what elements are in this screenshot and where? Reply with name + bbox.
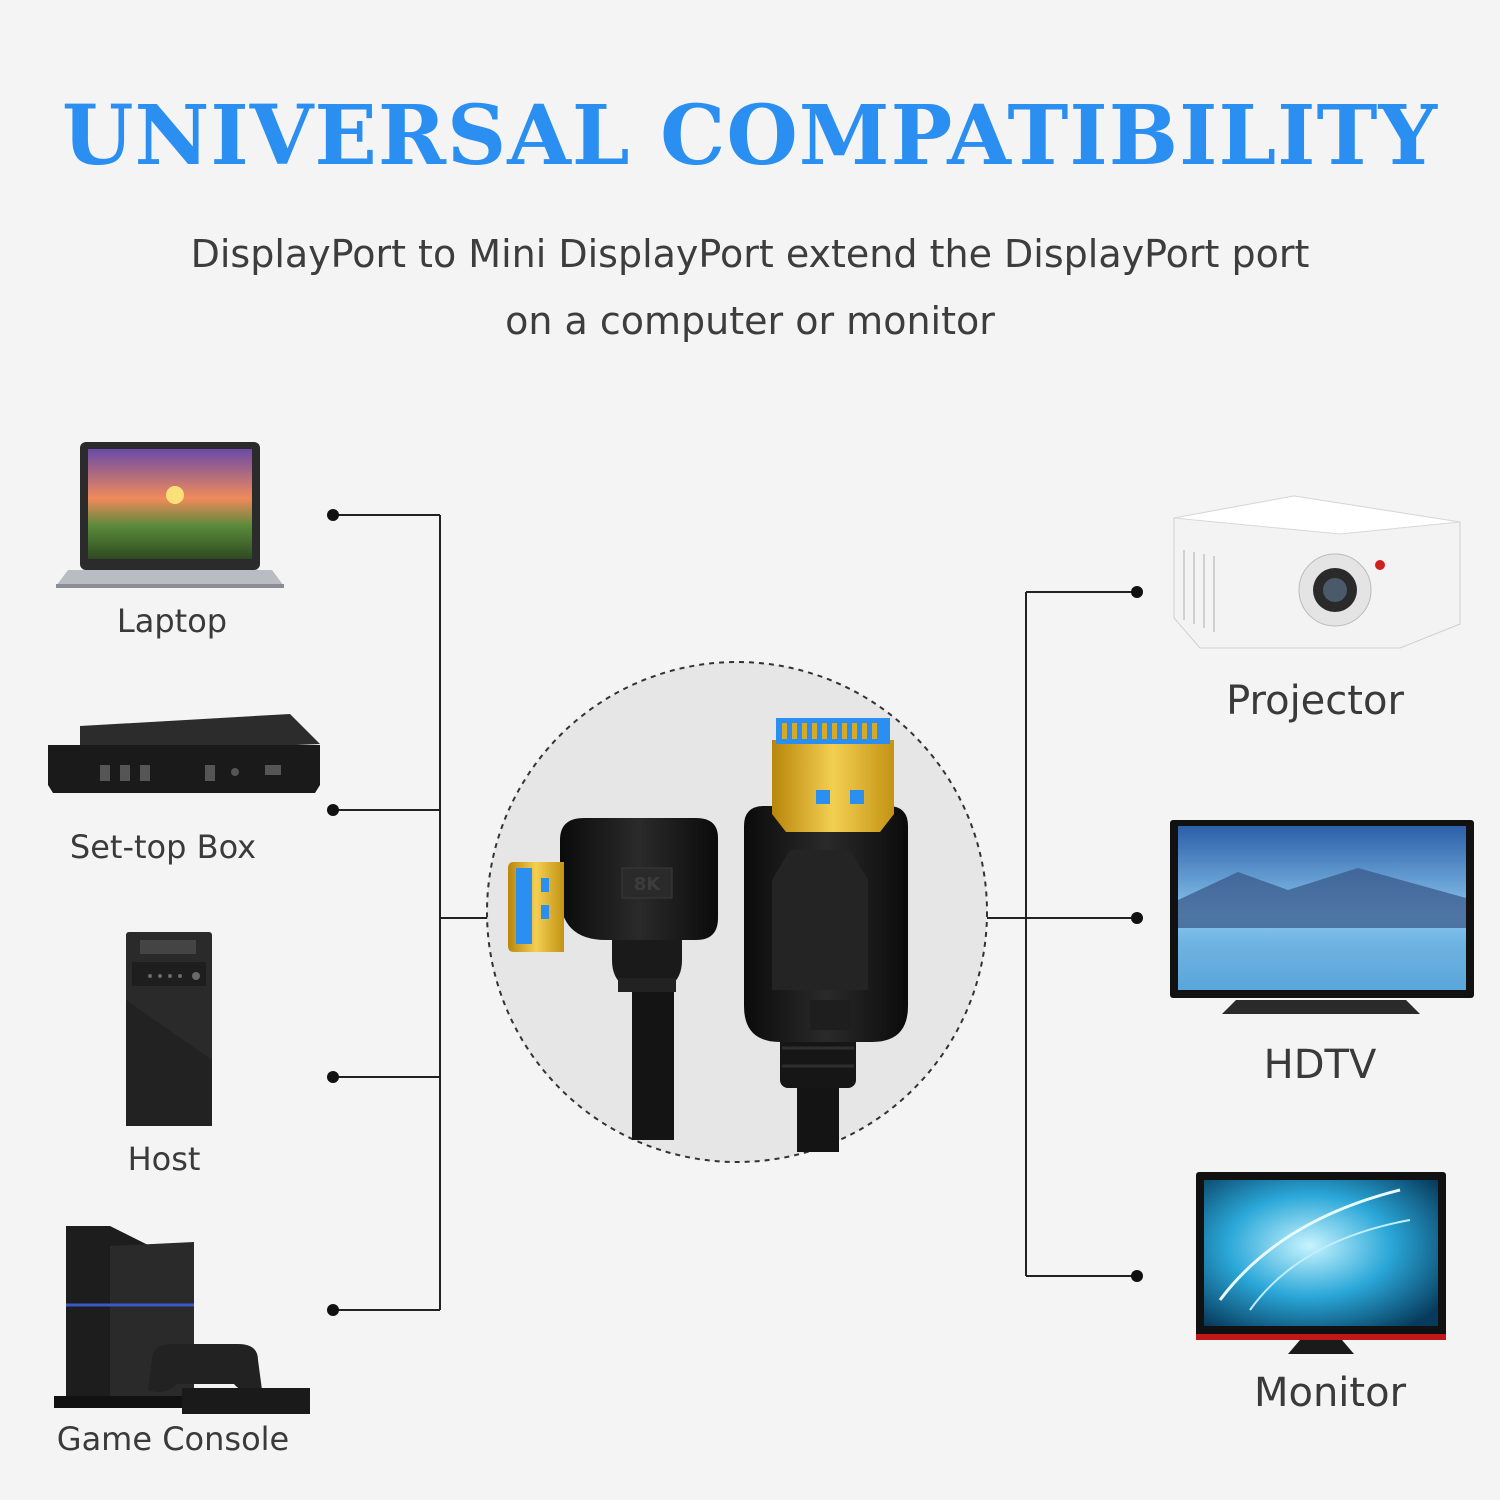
page-title: UNIVERSAL COMPATIBILITY xyxy=(61,88,1439,184)
source-connector-dots xyxy=(327,509,339,1316)
display-connector-dots xyxy=(1131,586,1143,1282)
source-label-host: Host xyxy=(127,1140,201,1178)
set-top-box-icon xyxy=(48,714,320,793)
source-connector-lines xyxy=(333,514,488,1311)
laptop-icon xyxy=(56,442,284,588)
display-connector-lines xyxy=(987,591,1137,1277)
display-label-projector: Projector xyxy=(1226,678,1404,724)
cable-badge-8k: 8K xyxy=(634,874,662,895)
monitor-icon xyxy=(1196,1172,1446,1354)
game-console-icon xyxy=(54,1226,310,1414)
projector-icon xyxy=(1173,495,1461,649)
subtitle-line-1: DisplayPort to Mini DisplayPort extend t… xyxy=(190,232,1310,276)
source-label-game-console: Game Console xyxy=(56,1420,290,1458)
hdtv-icon xyxy=(1170,820,1474,1014)
source-label-set-top-box: Set-top Box xyxy=(69,828,257,866)
subtitle-line-2: on a computer or monitor xyxy=(505,299,995,343)
display-label-hdtv: HDTV xyxy=(1263,1042,1377,1088)
display-label-monitor: Monitor xyxy=(1253,1370,1407,1416)
cable-illustration: 8K xyxy=(508,718,908,1152)
source-label-laptop: Laptop xyxy=(116,602,228,640)
desktop-tower-icon xyxy=(126,932,212,1126)
